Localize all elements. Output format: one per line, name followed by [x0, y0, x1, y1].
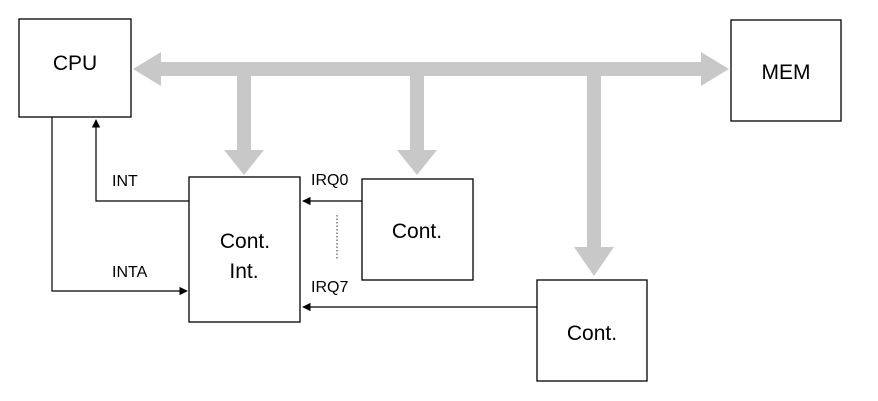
device-controller-2-box: [536, 279, 648, 382]
cpu-box: [18, 18, 132, 118]
bus-arrow-to-mem: [701, 52, 729, 86]
int-controller-label-line1: Cont.: [220, 230, 270, 253]
bus-drop-int-controller: [237, 76, 251, 152]
bus-arrow-to-controller-2: [574, 247, 614, 276]
int-label: INT: [112, 173, 138, 190]
int-controller-label-line2: Int.: [229, 260, 258, 283]
bus-main-bar: [150, 62, 705, 76]
bus-drop-controller-1: [410, 76, 424, 152]
irq0-label: IRQ0: [311, 172, 348, 189]
irq7-label: IRQ7: [311, 279, 348, 296]
system-bus: [133, 52, 729, 276]
int-line: [91, 119, 189, 202]
int-controller-box: [188, 176, 301, 323]
bus-arrow-to-int-controller: [224, 150, 264, 175]
inta-label: INTA: [112, 264, 148, 281]
cpu-label: CPU: [53, 52, 97, 75]
device-controller-1-label: Cont.: [392, 220, 442, 243]
mem-box: [730, 19, 842, 122]
bus-arrow-to-controller-1: [397, 150, 437, 175]
inta-line: [51, 117, 188, 296]
mem-label: MEM: [762, 61, 811, 84]
device-controller-2-label: Cont.: [567, 322, 617, 345]
bus-drop-controller-2: [587, 76, 601, 249]
bus-arrow-to-cpu: [133, 52, 161, 86]
device-controller-1-box: [361, 178, 474, 281]
